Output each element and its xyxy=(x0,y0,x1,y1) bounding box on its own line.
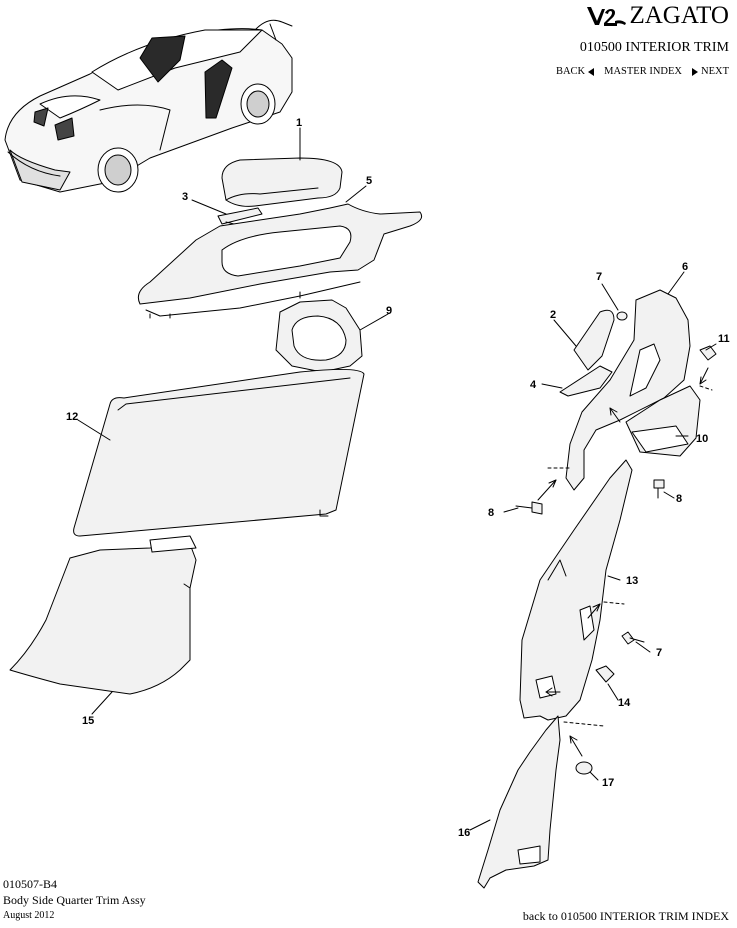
callout-2: 2 xyxy=(550,309,556,321)
fastener-14 xyxy=(595,665,615,683)
callout-15: 15 xyxy=(82,715,94,727)
part-6-pillar-trim xyxy=(565,289,691,491)
part-2-bezel xyxy=(573,309,615,371)
publication-date: August 2012 xyxy=(3,910,55,921)
callout-3: 3 xyxy=(182,191,188,203)
leader-lines xyxy=(77,127,717,831)
brand-name: ZAGATO xyxy=(629,2,729,29)
callout-7-upper: 7 xyxy=(596,271,602,283)
callout-12: 12 xyxy=(66,411,78,423)
part-code: 010507-B4 xyxy=(3,877,57,891)
next-label: NEXT xyxy=(701,66,729,77)
callout-6: 6 xyxy=(682,261,688,273)
callout-7-lower: 7 xyxy=(656,647,662,659)
next-link[interactable]: NEXT xyxy=(692,66,729,77)
nav-bar: BACK MASTER INDEX NEXT xyxy=(556,66,729,77)
back-to-index-link[interactable]: back to 010500 INTERIOR TRIM INDEX xyxy=(522,909,729,923)
callout-16: 16 xyxy=(458,827,470,839)
part-9-speaker-bracket xyxy=(275,299,363,373)
part-15-lower-rear-panel xyxy=(9,535,197,695)
part-11-clip xyxy=(699,345,717,361)
fastener-7-lower xyxy=(621,631,645,645)
part-16-lower-pillar xyxy=(477,715,561,889)
section-title: 010500 INTERIOR TRIM xyxy=(579,40,729,55)
master-index-link[interactable]: MASTER INDEX xyxy=(604,66,682,77)
callout-11: 11 xyxy=(718,333,730,345)
callout-13: 13 xyxy=(626,575,638,587)
brand-header: ZAGATO xyxy=(585,2,729,30)
callout-14: 14 xyxy=(618,697,631,709)
callout-9: 9 xyxy=(386,305,392,317)
fastener-8-right xyxy=(653,479,665,499)
assembly-name: Body Side Quarter Trim Assy xyxy=(3,893,146,907)
callout-8-left: 8 xyxy=(488,507,494,519)
callout-1: 1 xyxy=(296,117,302,129)
car-illustration xyxy=(4,19,293,193)
triangle-left-icon xyxy=(588,67,595,76)
callout-10: 10 xyxy=(696,433,708,445)
callout-4: 4 xyxy=(530,379,537,391)
part-13-long-trim xyxy=(519,459,633,721)
v12-logo xyxy=(587,7,627,26)
part-5-quarter-upper-panel xyxy=(137,203,423,319)
part-12-large-panel xyxy=(73,368,365,537)
callout-8-right: 8 xyxy=(676,493,682,505)
fastener-8-left xyxy=(515,501,543,515)
part-1-armrest-pad xyxy=(221,157,343,207)
back-label: BACK xyxy=(555,66,586,77)
part-10-bracket xyxy=(625,385,701,457)
fastener-7-upper xyxy=(616,311,628,321)
callout-17: 17 xyxy=(602,777,614,789)
fastener-17 xyxy=(575,761,593,775)
part-4-bezel-lower xyxy=(559,365,613,397)
triangle-right-icon xyxy=(692,67,698,76)
back-link[interactable]: BACK xyxy=(555,66,595,77)
callout-5: 5 xyxy=(366,175,372,187)
assembly-arrows xyxy=(537,367,709,757)
